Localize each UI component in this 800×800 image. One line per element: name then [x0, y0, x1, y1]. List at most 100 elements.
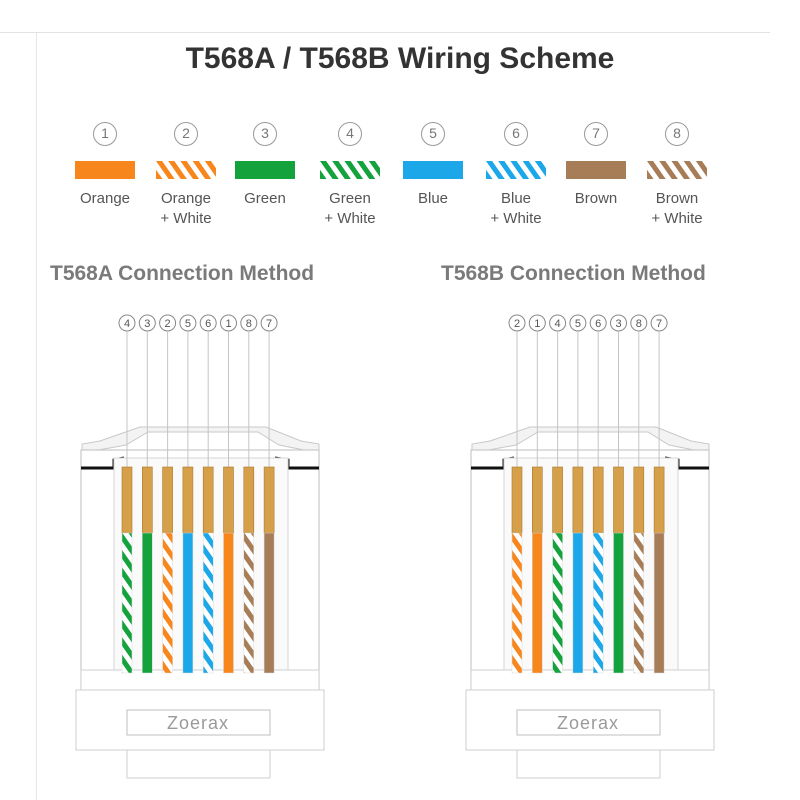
connector-inner-cavity: [503, 457, 679, 681]
gold-contact: [532, 466, 543, 534]
connector-inner-cavity: [113, 457, 289, 681]
wire-brown: [653, 532, 665, 674]
wire-brown: [263, 532, 275, 674]
pin-number-circle: [260, 314, 278, 332]
legend-label: Blue: [388, 189, 478, 209]
legend-label: Green + White: [305, 189, 395, 229]
legend-number: 7: [584, 122, 608, 146]
connector-top-ridge: [81, 426, 320, 454]
gold-contact: [121, 466, 133, 534]
pin-number: 1: [534, 318, 540, 330]
gold-contact: [202, 466, 214, 534]
pin-number-circle: [179, 314, 197, 332]
pin-number-circle: [630, 314, 648, 332]
legend-label: Brown + White: [632, 189, 722, 229]
gold-contact: [223, 466, 234, 534]
wire-orange: [532, 532, 543, 674]
pin-number-circle: [508, 314, 526, 332]
legend-swatch: [75, 161, 135, 179]
connector-bottom-band: [80, 669, 320, 691]
pin-number: 8: [246, 318, 252, 330]
pin-number: 2: [514, 318, 520, 330]
gold-contact: [182, 466, 194, 534]
legend-color-name: Brown: [655, 190, 699, 207]
wire-blue-white: [592, 532, 604, 674]
legend-color-name: Green: [244, 190, 286, 207]
pin-number-circle: [138, 314, 156, 332]
legend-number: 4: [338, 122, 362, 146]
wire-green: [142, 532, 153, 674]
pin-number: 6: [205, 318, 211, 330]
wire-brown-white: [243, 532, 255, 674]
legend-color-name: Green: [329, 190, 371, 207]
wire-orange: [223, 532, 234, 674]
legend-label: Blue+ White: [471, 189, 561, 229]
diagram-title: T568A / T568B Wiring Scheme: [185, 42, 615, 75]
wire-green-white: [552, 532, 563, 674]
gold-contact: [243, 466, 255, 534]
legend-label: Orange + White: [141, 189, 231, 229]
pin-number: 7: [656, 318, 662, 330]
legend-number: 1: [93, 122, 117, 146]
pin-number: 6: [595, 318, 601, 330]
gold-contact: [592, 466, 604, 534]
pin-number-circle: [240, 314, 258, 332]
pin-number-circle: [220, 314, 237, 332]
pin-number: 4: [555, 318, 561, 330]
connector-tail: [516, 749, 661, 779]
legend-color-name: Orange: [160, 190, 212, 207]
brand-label-box: [516, 709, 661, 736]
connector-tail: [126, 749, 271, 779]
gold-contact: [633, 466, 645, 534]
page-left-border: [36, 33, 37, 800]
legend-color-suffix: + White: [160, 210, 212, 227]
legend-color-suffix: + White: [324, 210, 376, 227]
wire-green-white: [121, 532, 133, 674]
legend-number: 6: [504, 122, 528, 146]
pin-number-circle: [569, 314, 587, 332]
t568a-heading: T568A Connection Method: [50, 262, 315, 285]
legend-color-suffix: + White: [651, 210, 703, 227]
brand-label: Zoerax: [167, 713, 229, 733]
gold-contact: [511, 466, 523, 534]
gold-contact: [552, 466, 563, 534]
legend-label: Green: [220, 189, 310, 209]
pin-number: 7: [266, 318, 272, 330]
pin-number-circle: [549, 314, 567, 332]
legend-number: 8: [665, 122, 689, 146]
gold-contact: [263, 466, 275, 534]
pin-number-circle: [528, 314, 546, 332]
legend-swatch: [647, 161, 707, 179]
pin-number: 1: [225, 318, 231, 330]
brand-label-box: [126, 709, 271, 736]
legend-number: 2: [174, 122, 198, 146]
pin-number-circle: [118, 314, 136, 332]
t568b-heading: T568B Connection Method: [441, 262, 706, 285]
legend-swatch: [235, 161, 295, 179]
connector-bottom-band: [470, 669, 710, 691]
connector-top-ridge: [471, 426, 710, 454]
legend-swatch: [403, 161, 463, 179]
wire-blue: [182, 532, 194, 674]
pin-number: 5: [575, 318, 581, 330]
pin-number: 2: [165, 318, 171, 330]
wire-green: [613, 532, 624, 674]
brand-label: Zoerax: [557, 713, 619, 733]
legend-swatch: [486, 161, 546, 179]
legend-swatch: [320, 161, 380, 179]
gold-contact: [572, 466, 584, 534]
pin-number-circle: [159, 314, 177, 332]
legend-number: 3: [253, 122, 277, 146]
wire-orange-white: [162, 532, 173, 674]
